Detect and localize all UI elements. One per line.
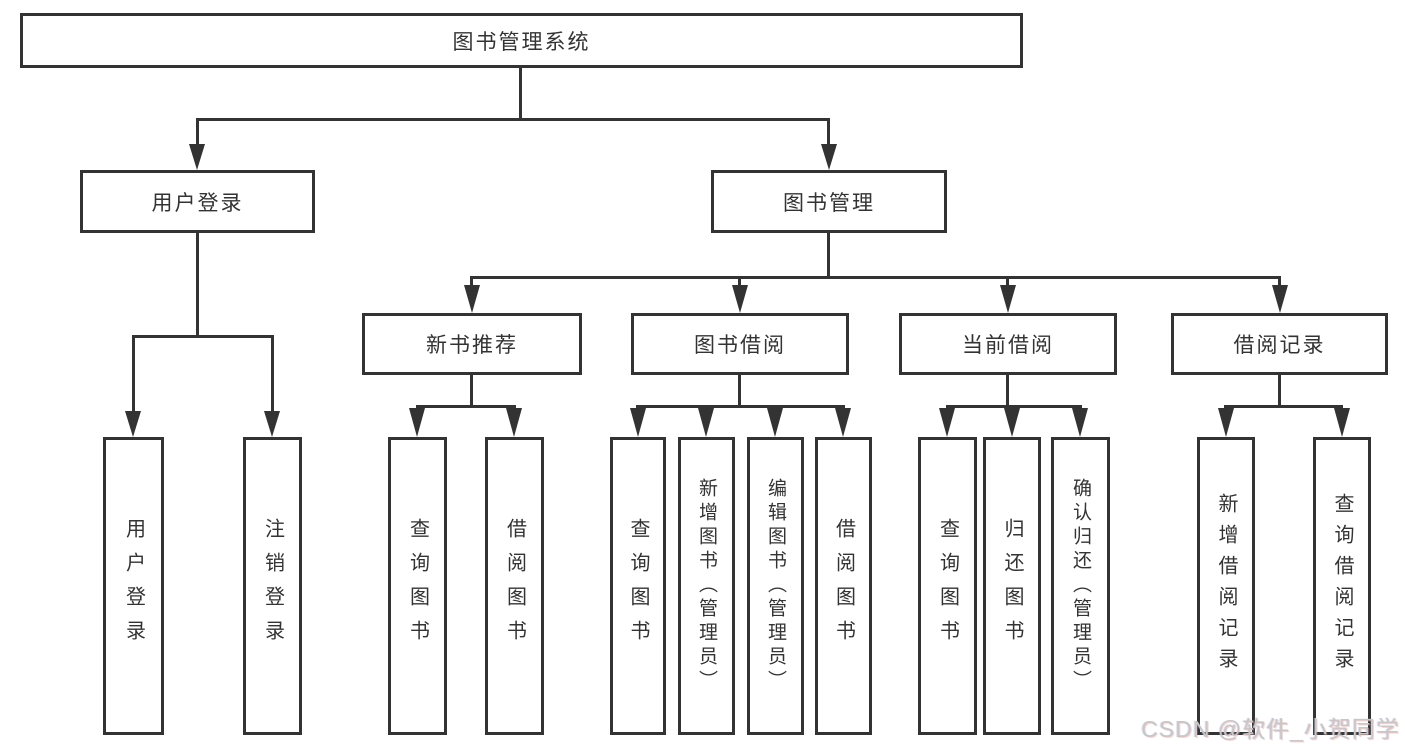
connector-line <box>470 375 473 408</box>
arrow-down-icon <box>506 408 522 437</box>
leaf-query-books-borrow-label: 查询图书 <box>627 518 649 654</box>
node-book-borrow-label: 图书借阅 <box>694 334 786 357</box>
connector-book-mgmt-stem <box>827 118 830 152</box>
node-current-borrow: 当前借阅 <box>899 313 1117 375</box>
leaf-query-books-borrow: 查询图书 <box>610 437 666 735</box>
arrow-down-icon <box>1334 408 1350 437</box>
arrow-down-icon <box>125 411 141 437</box>
connector-line <box>738 375 741 408</box>
leaf-logout: 注销登录 <box>243 437 302 735</box>
arrow-down-icon <box>630 408 646 437</box>
node-book-borrow: 图书借阅 <box>631 313 849 375</box>
arrow-down-icon <box>1218 408 1234 437</box>
csdn-watermark: CSDN @软件_小贺同学 <box>1141 716 1400 742</box>
connector-line <box>1006 276 1009 288</box>
connector-line <box>1006 375 1009 408</box>
node-book-management-label: 图书管理 <box>783 191 875 215</box>
leaf-borrow-books: 借阅图书 <box>815 437 872 735</box>
connector-line <box>1278 375 1281 408</box>
connector-line <box>738 276 741 288</box>
node-current-borrow-label: 当前借阅 <box>962 334 1054 357</box>
connector-level2-branch <box>196 118 830 121</box>
connector-root-stem <box>519 68 522 121</box>
leaf-query-books-current: 查询图书 <box>918 437 977 735</box>
leaf-add-borrow-record: 新增借阅记录 <box>1197 437 1255 735</box>
leaf-borrow-books-label: 借阅图书 <box>832 518 855 654</box>
connector-line <box>470 276 473 288</box>
connector-line <box>1278 276 1281 288</box>
leaf-borrow-books-recommend-label: 借阅图书 <box>503 518 526 654</box>
leaf-confirm-return-admin-label: 确认归还（管理员） <box>1070 478 1091 694</box>
arrow-down-icon <box>264 411 280 437</box>
connector-user-login-stem <box>196 118 199 152</box>
leaf-edit-books-admin-label: 编辑图书（管理员） <box>765 478 786 694</box>
connector-line <box>132 335 135 415</box>
connector-user-login-substem <box>196 233 199 337</box>
arrow-down-icon <box>1004 408 1020 437</box>
leaf-return-books-label: 归还图书 <box>1001 518 1023 654</box>
leaf-query-books-recommend: 查询图书 <box>388 437 447 735</box>
arrow-down-icon <box>821 144 837 170</box>
node-book-management: 图书管理 <box>711 170 947 233</box>
connector-line <box>636 405 845 408</box>
connector-line <box>271 335 274 415</box>
connector-line <box>1224 405 1343 408</box>
leaf-user-login: 用户登录 <box>103 437 164 735</box>
connector-line <box>946 405 1082 408</box>
arrow-down-icon <box>409 408 425 437</box>
node-borrow-records: 借阅记录 <box>1171 313 1388 375</box>
leaf-add-borrow-record-label: 新增借阅记录 <box>1215 493 1237 679</box>
node-user-login-label: 用户登录 <box>151 191 244 215</box>
node-new-book-recommend-label: 新书推荐 <box>426 334 518 357</box>
connector-line <box>416 405 516 408</box>
node-user-login: 用户登录 <box>80 170 315 233</box>
arrow-down-icon <box>939 408 955 437</box>
node-borrow-records-label: 借阅记录 <box>1233 334 1326 357</box>
arrow-down-icon <box>464 285 480 313</box>
leaf-query-books-current-label: 查询图书 <box>936 518 959 654</box>
leaf-query-borrow-record-label: 查询借阅记录 <box>1331 493 1353 679</box>
node-library-system: 图书管理系统 <box>20 13 1023 68</box>
arrow-down-icon <box>732 285 748 313</box>
leaf-logout-label: 注销登录 <box>261 518 284 654</box>
leaf-edit-books-admin: 编辑图书（管理员） <box>747 437 804 735</box>
leaf-return-books: 归还图书 <box>983 437 1041 735</box>
arrow-down-icon <box>698 408 714 437</box>
arrow-down-icon <box>767 408 783 437</box>
arrow-down-icon <box>1072 408 1088 437</box>
connector-level3-branch <box>470 276 1281 279</box>
node-new-book-recommend: 新书推荐 <box>362 313 582 375</box>
connector-user-login-branch <box>132 335 274 338</box>
leaf-user-login-label: 用户登录 <box>122 518 145 654</box>
leaf-query-borrow-record: 查询借阅记录 <box>1313 437 1371 735</box>
connector-book-mgmt-substem <box>827 233 830 279</box>
leaf-add-books-admin-label: 新增图书（管理员） <box>696 478 717 694</box>
leaf-add-books-admin: 新增图书（管理员） <box>678 437 735 735</box>
arrow-down-icon <box>1000 285 1016 313</box>
leaf-query-books-recommend-label: 查询图书 <box>406 518 429 654</box>
arrow-down-icon <box>189 144 205 170</box>
arrow-down-icon <box>1272 285 1288 313</box>
node-library-system-label: 图书管理系统 <box>452 30 591 54</box>
arrow-down-icon <box>835 408 851 437</box>
leaf-borrow-books-recommend: 借阅图书 <box>485 437 544 735</box>
leaf-confirm-return-admin: 确认归还（管理员） <box>1051 437 1110 735</box>
